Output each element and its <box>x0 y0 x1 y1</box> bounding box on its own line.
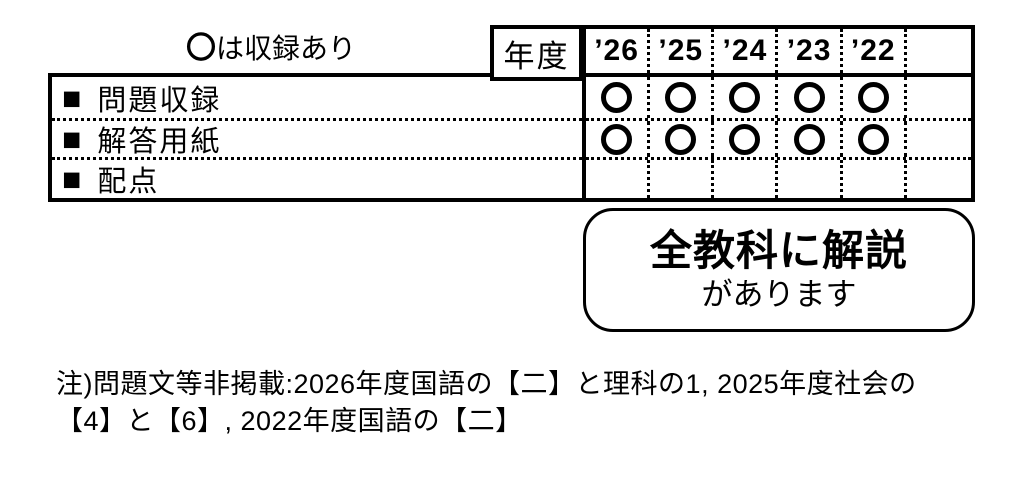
mark-cell <box>778 160 843 198</box>
row-label: 解答用紙 <box>97 126 222 158</box>
row-label-panel: ■ 問題収録 ■ 解答用紙 ■ 配点 <box>48 73 582 202</box>
mark-cell <box>714 160 779 198</box>
legend-text: は収録あり <box>216 33 357 64</box>
year-cell: ’22 <box>843 29 907 73</box>
mark-row <box>586 160 971 198</box>
year-corner-label: 年度 <box>503 38 570 74</box>
year-corner-box: 年度 <box>490 25 583 81</box>
mark-cell <box>843 160 907 198</box>
row-label: 配点 <box>97 166 160 198</box>
year-grid-panel: ’26’25’24’23’22 <box>582 25 975 202</box>
mark-cell <box>778 77 843 118</box>
callout-box: 全教科に解説 があります <box>583 208 975 332</box>
row-marker-square: ■ <box>62 161 82 197</box>
mark-cell <box>650 160 715 198</box>
legend: 〇は収録あり <box>186 32 356 66</box>
table-row-label-haiten: ■ 配点 <box>52 160 582 198</box>
row-label: 問題収録 <box>97 84 222 117</box>
circle-mark-icon <box>665 82 697 113</box>
table-row-label-kaitou: ■ 解答用紙 <box>52 121 582 160</box>
mark-cell <box>778 121 843 157</box>
year-cell: ’26 <box>586 29 651 73</box>
footnote-line2: 【4】と【6】, 2022年度国語の【二】 <box>56 406 523 436</box>
circle-mark-icon <box>857 82 889 113</box>
circle-mark-icon <box>857 123 889 155</box>
mark-row <box>586 121 971 160</box>
year-cell: ’24 <box>714 29 779 73</box>
mark-cell <box>714 77 779 118</box>
footnote-line1: 注)問題文等非掲載:2026年度国語の【二】と理科の1, 2025年度社会の <box>56 369 917 399</box>
row-marker-square: ■ <box>62 79 82 116</box>
mark-row <box>586 77 971 121</box>
mark-cell <box>650 77 715 118</box>
circle-mark-icon <box>729 123 761 155</box>
year-cell: ’23 <box>778 29 843 73</box>
circle-mark-icon <box>601 123 633 155</box>
mark-cell <box>714 121 779 157</box>
mark-cell <box>907 160 971 198</box>
callout-line1: 全教科に解説 <box>649 227 908 274</box>
year-cell: ’25 <box>650 29 715 73</box>
circle-mark-icon <box>793 123 825 155</box>
table-row-label-mondai: ■ 問題収録 <box>52 77 582 121</box>
circle-mark-icon <box>729 82 761 113</box>
year-cell-empty <box>907 29 971 73</box>
footnote: 注)問題文等非掲載:2026年度国語の【二】と理科の1, 2025年度社会の 【… <box>56 366 986 440</box>
circle-mark-icon <box>793 82 825 113</box>
mark-cell <box>907 121 971 157</box>
circle-symbol: 〇 <box>186 32 216 65</box>
row-marker-square: ■ <box>62 121 82 157</box>
mark-cell <box>586 77 651 118</box>
mark-cell <box>843 121 907 157</box>
circle-mark-icon <box>665 123 697 155</box>
year-header-row: ’26’25’24’23’22 <box>586 29 971 77</box>
mark-cell <box>843 77 907 118</box>
circle-mark-icon <box>601 82 633 113</box>
mark-cell <box>907 77 971 118</box>
mark-cell <box>586 160 651 198</box>
mark-cell <box>650 121 715 157</box>
mark-cell <box>586 121 651 157</box>
callout-line2: があります <box>701 277 857 312</box>
